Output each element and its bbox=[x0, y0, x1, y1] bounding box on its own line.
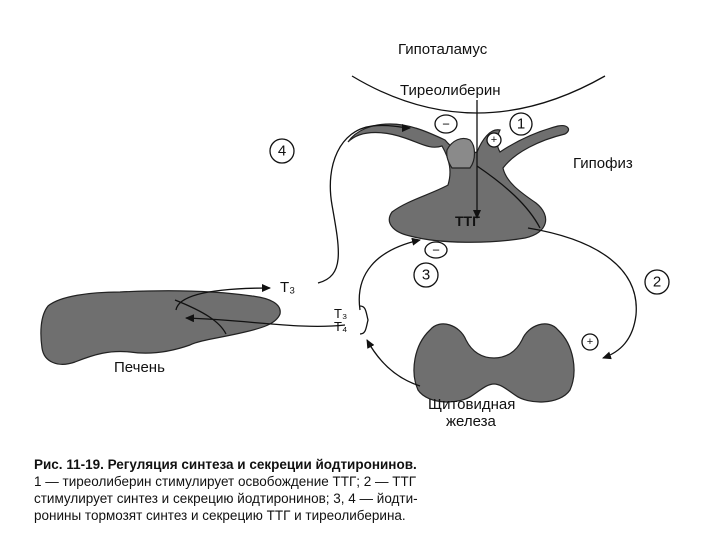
caption-line-3: ронины тормозят синтез и секрецию ТТГ и … bbox=[34, 507, 694, 524]
marker-1: 1 bbox=[517, 116, 525, 133]
pituitary-stalk bbox=[447, 138, 475, 168]
stimulate-thyroid-sign: + bbox=[587, 336, 593, 348]
t3-t4-brace bbox=[360, 306, 368, 334]
stimulate-pituitary-sign: + bbox=[491, 134, 497, 146]
feedback-arrow-3 bbox=[359, 240, 420, 310]
thyroid-label-line1: Щитовидная bbox=[428, 396, 515, 413]
caption-line-1: 1 — тиреолиберин стимулирует освобождени… bbox=[34, 473, 694, 490]
thyroid-gland-shape bbox=[414, 324, 574, 402]
liver-shape bbox=[41, 291, 280, 365]
thyroid-label-line2: железа bbox=[446, 413, 497, 430]
thyroliberin-label: Тиреолиберин bbox=[400, 82, 500, 99]
ttg-label: ТТГ bbox=[455, 213, 480, 229]
caption-line-2: стимулирует синтез и секрецию йодтиронин… bbox=[34, 490, 694, 507]
pituitary-label: Гипофиз bbox=[573, 155, 633, 172]
caption-title: Рис. 11-19. Регуляция синтеза и секреции… bbox=[34, 457, 417, 472]
t4-pair-label: T₄ bbox=[334, 319, 347, 334]
marker-2: 2 bbox=[653, 274, 661, 291]
marker-3: 3 bbox=[422, 267, 430, 284]
inhibit-pituitary-sign: − bbox=[432, 243, 440, 258]
marker-4: 4 bbox=[278, 143, 286, 160]
feedback-arrow-4 bbox=[318, 125, 410, 283]
hypothalamus-label: Гипоталамус bbox=[398, 41, 488, 58]
thyroid-regulation-diagram: Гипоталамус Тиреолиберин Гипофиз ТТГ 1 −… bbox=[0, 0, 720, 450]
inhibit-hypothalamus-sign: − bbox=[442, 117, 450, 132]
figure-caption: Рис. 11-19. Регуляция синтеза и секреции… bbox=[34, 456, 694, 524]
liver-label: Печень bbox=[114, 359, 165, 376]
thyroid-output-arrow bbox=[367, 340, 420, 386]
t3-label: T₃ bbox=[280, 279, 295, 296]
